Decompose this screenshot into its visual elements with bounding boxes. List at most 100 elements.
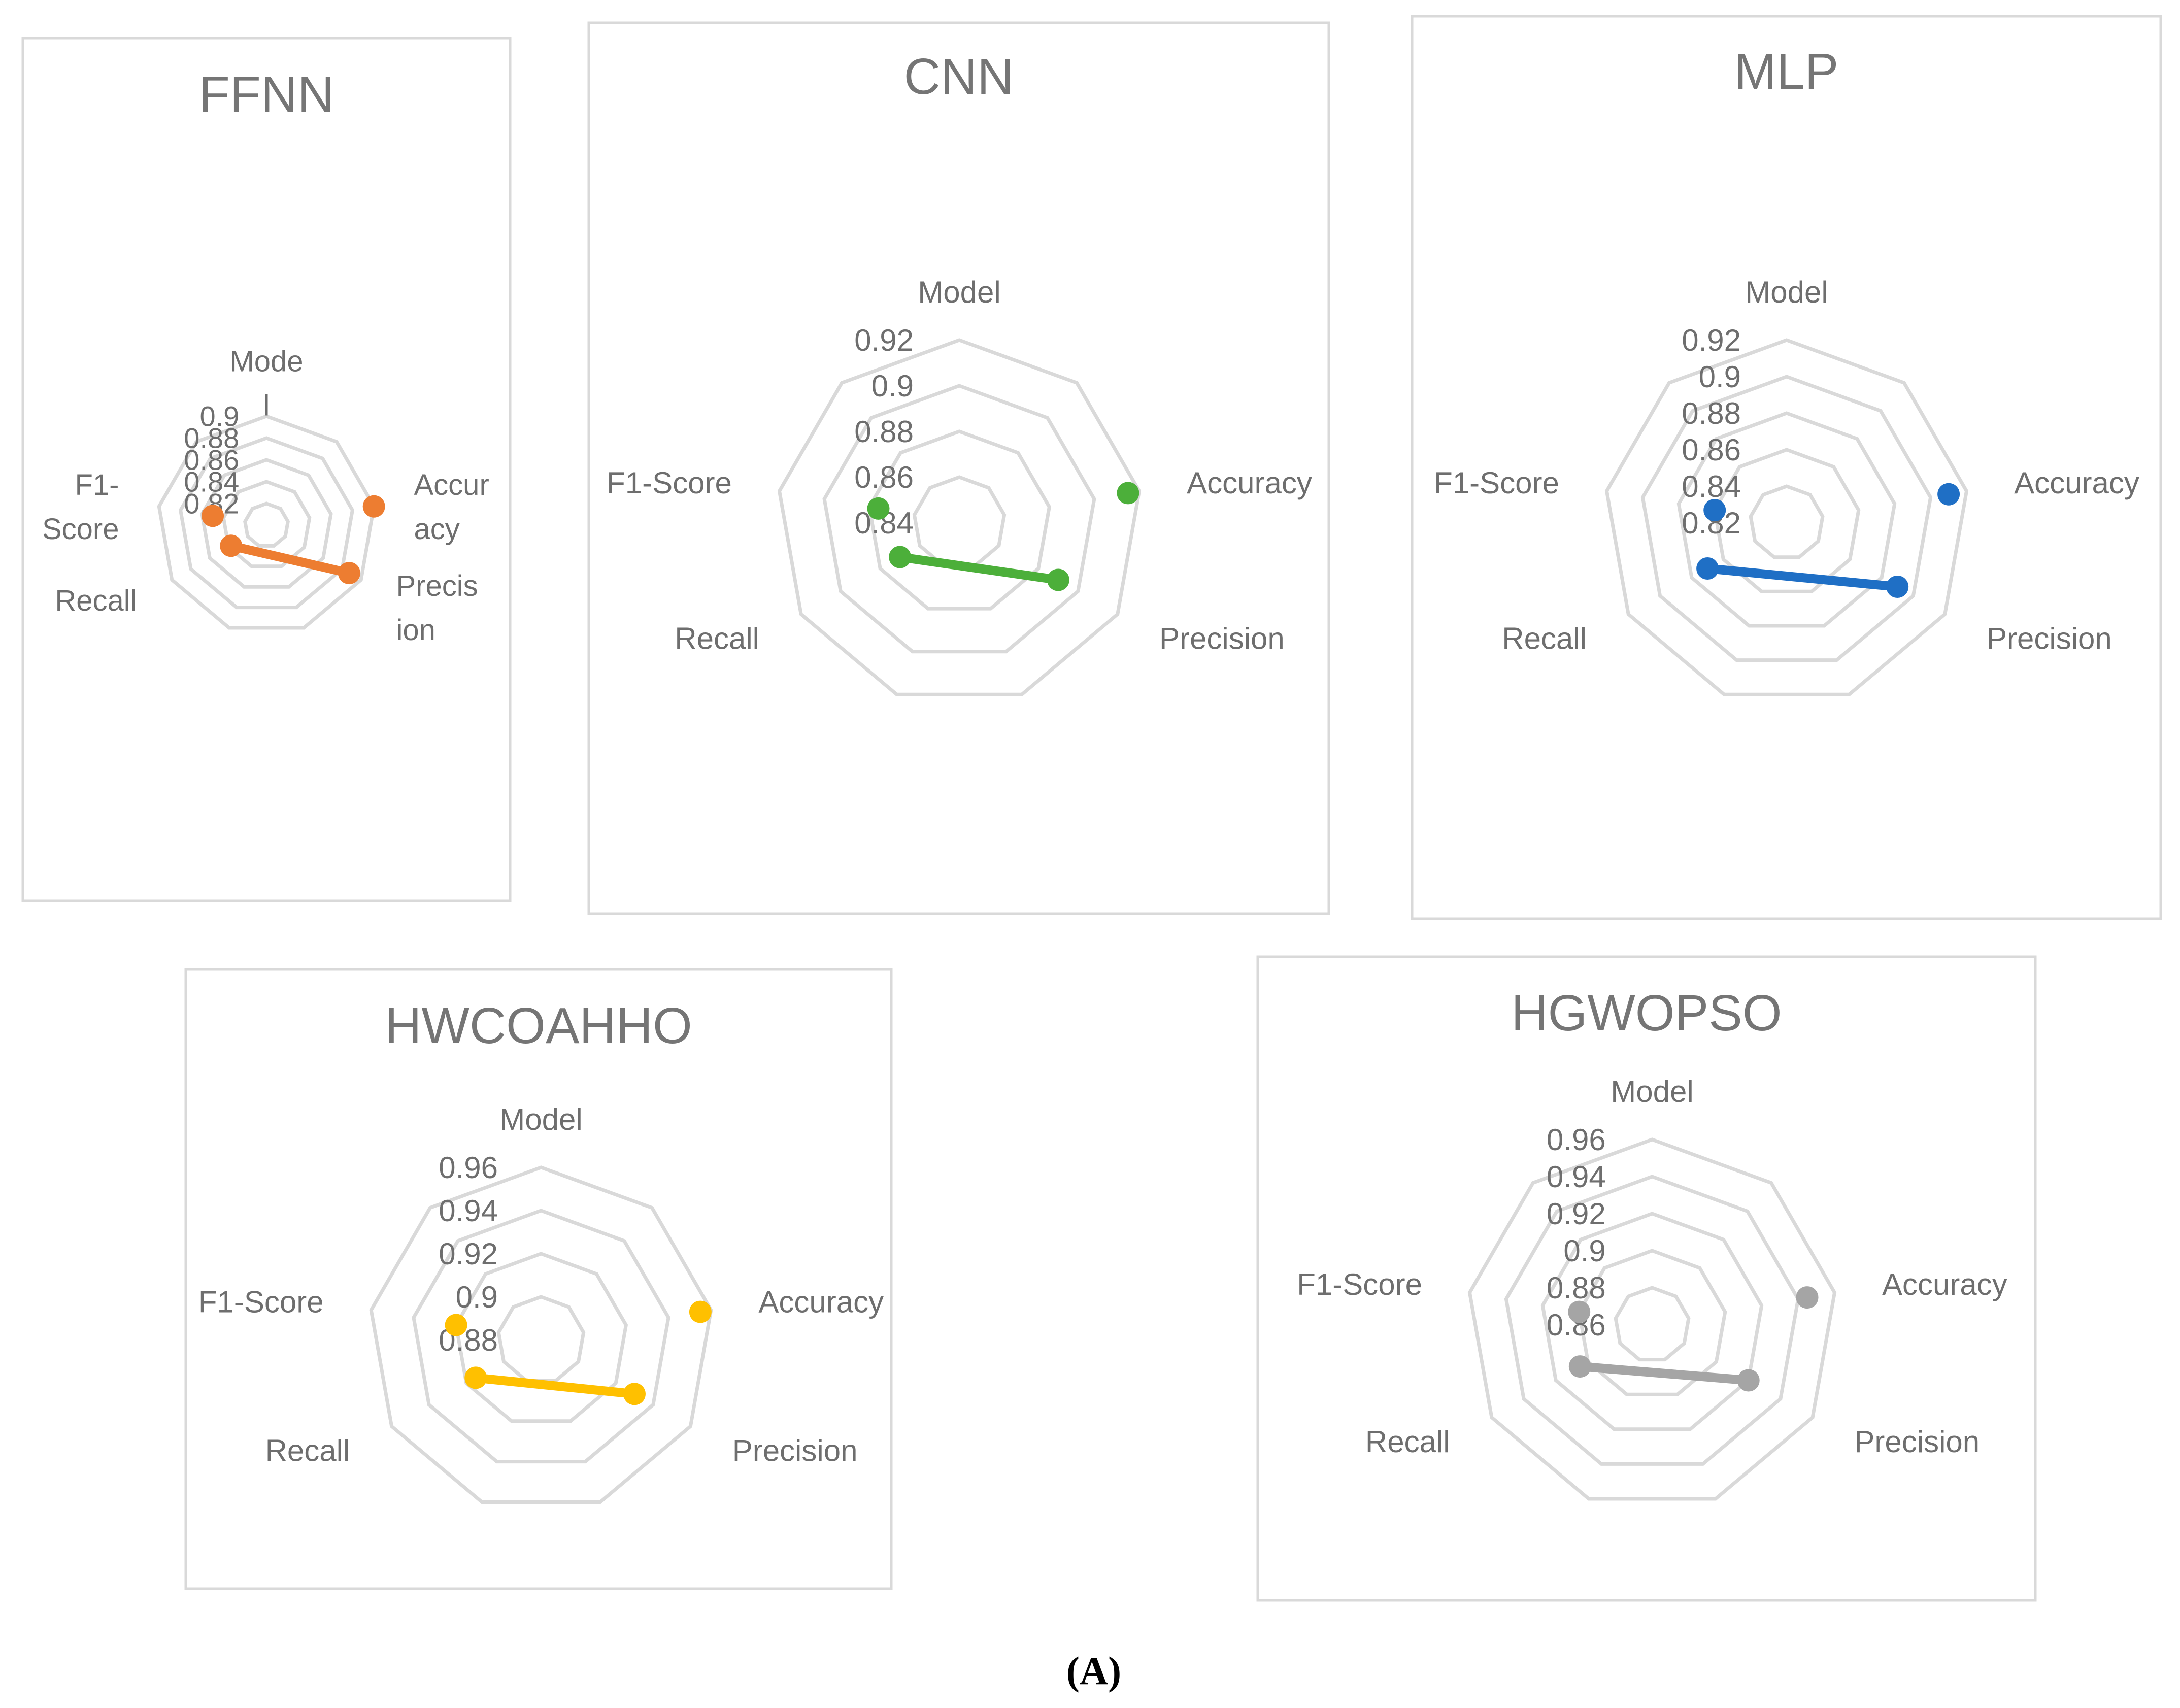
axis-label-accuracy: Accuracy — [2014, 466, 2139, 500]
panel-frame — [184, 968, 893, 1590]
tick-label: 0.92 — [439, 1237, 498, 1271]
data-point-precision — [1047, 568, 1069, 591]
axis-label-accuracy: Accuracy — [758, 1285, 884, 1319]
data-point-f1-score — [445, 1314, 467, 1336]
tick-label: 0.92 — [1547, 1197, 1606, 1231]
radar-gridline — [200, 458, 333, 589]
radar-gridline — [178, 436, 355, 610]
tick-label: 0.9 — [871, 369, 914, 403]
data-point-precision — [1737, 1369, 1760, 1392]
axis-label-f1-score: F1-Score — [607, 466, 732, 500]
tick-label: 0.88 — [854, 415, 914, 449]
tick-label: 0.84 — [184, 466, 239, 498]
panel-frame — [1411, 15, 2162, 920]
tick-label: 0.9 — [456, 1280, 498, 1314]
tick-label: 0.9 — [1563, 1234, 1605, 1268]
data-point-recall — [1568, 1355, 1591, 1378]
axis-label-model: Model — [1745, 275, 1828, 309]
tick-label: 0.88 — [1547, 1271, 1606, 1305]
data-point-accuracy — [1117, 482, 1139, 505]
data-point-recall — [220, 534, 243, 557]
radar-gridline — [157, 414, 376, 630]
axis-label-accuracy: Accuracy — [1882, 1267, 2007, 1301]
axis-label-precision: Precision — [1159, 622, 1285, 656]
radar-gridline — [1504, 1175, 1800, 1466]
axis-label-f1-score: F1-Score — [1297, 1267, 1422, 1301]
radar-gridline — [777, 338, 1142, 696]
panel-frame — [21, 37, 512, 902]
tick-label: 0.94 — [439, 1194, 498, 1228]
radar-gridline — [1604, 338, 1969, 696]
radar-gridline — [1467, 1137, 1837, 1501]
series-line — [471, 1373, 639, 1399]
radar-gridline — [1614, 1286, 1691, 1362]
axis-label-recall: Recall — [1502, 622, 1587, 656]
radar-gridline — [221, 480, 312, 568]
data-point-accuracy — [1796, 1286, 1819, 1309]
data-point-f1-score — [1703, 499, 1726, 521]
axis-label-recall: Recall — [55, 584, 137, 617]
tick-label: 0.96 — [439, 1151, 498, 1185]
tick-label: 0.9 — [199, 400, 239, 432]
series-line — [895, 552, 1063, 585]
axis-label-accuracy: Accuracy — [1187, 466, 1312, 500]
radar-gridline — [1540, 1212, 1764, 1431]
panel-title: CNN — [904, 48, 1014, 105]
axis-label-precision: Precision — [1854, 1425, 1980, 1459]
radar-gridline — [454, 1252, 628, 1423]
tick-label: 0.86 — [1682, 433, 1741, 467]
tick-label: 0.86 — [854, 460, 914, 494]
data-point-accuracy — [362, 495, 385, 518]
tick-label: 0.92 — [1682, 323, 1741, 357]
data-point-f1-score — [867, 497, 890, 520]
radar-gridline — [1676, 411, 1897, 628]
axis-label-precision: Precision — [732, 1434, 858, 1468]
axis-label-f1-score: F1-Score — [42, 468, 119, 546]
radar-gridline — [867, 429, 1051, 611]
tick-label: 0.88 — [1682, 396, 1741, 430]
tick-label: 0.94 — [1547, 1160, 1606, 1194]
data-point-accuracy — [1937, 483, 1960, 506]
axis-label-model: Model — [1611, 1075, 1693, 1109]
axis-label-model: Model — [499, 1102, 582, 1136]
panel-frame — [587, 21, 1330, 915]
data-point-f1-score — [202, 505, 224, 527]
data-point-precision — [338, 562, 360, 585]
panel-title: MLP — [1734, 43, 1839, 100]
series-line — [1703, 564, 1902, 591]
panel-frame — [1256, 955, 2037, 1602]
tick-label: 0.9 — [1699, 360, 1741, 394]
panel-title: HGWOPSO — [1511, 985, 1782, 1042]
data-point-recall — [889, 546, 912, 568]
axis-label-f1-score: F1-Score — [198, 1285, 324, 1319]
series-line — [226, 541, 354, 578]
radar-gridline — [369, 1165, 713, 1504]
data-point-recall — [1696, 557, 1719, 580]
data-point-f1-score — [1568, 1300, 1591, 1323]
axis-label-recall: Recall — [675, 622, 759, 656]
data-point-accuracy — [689, 1300, 712, 1323]
data-point-precision — [1886, 576, 1909, 598]
tick-label: 0.92 — [854, 323, 914, 357]
radar-gridline — [1640, 375, 1933, 662]
radar-gridline — [243, 501, 290, 548]
tick-label: 0.96 — [1547, 1123, 1606, 1157]
figure-caption: (A) — [1066, 1649, 1121, 1693]
radar-panel-cnn: CNNModelAccuracyPrecisionRecallF1-Score0… — [587, 21, 1330, 915]
axis-label-precision: Precision — [1987, 622, 2112, 656]
tick-label: 0.84 — [1682, 470, 1741, 504]
axis-label-recall: Recall — [1365, 1425, 1450, 1459]
radar-panel-hwcoahho: HWCOAHHOModelAccuracyPrecisionRecallF1-S… — [184, 968, 893, 1590]
axis-label-f1-score: F1-Score — [1434, 466, 1559, 500]
radar-gridline — [822, 384, 1096, 654]
axis-label-recall: Recall — [265, 1434, 350, 1468]
radar-gridline — [1713, 448, 1861, 593]
tick-label: 0.86 — [184, 444, 239, 476]
radar-gridline — [1577, 1249, 1727, 1396]
